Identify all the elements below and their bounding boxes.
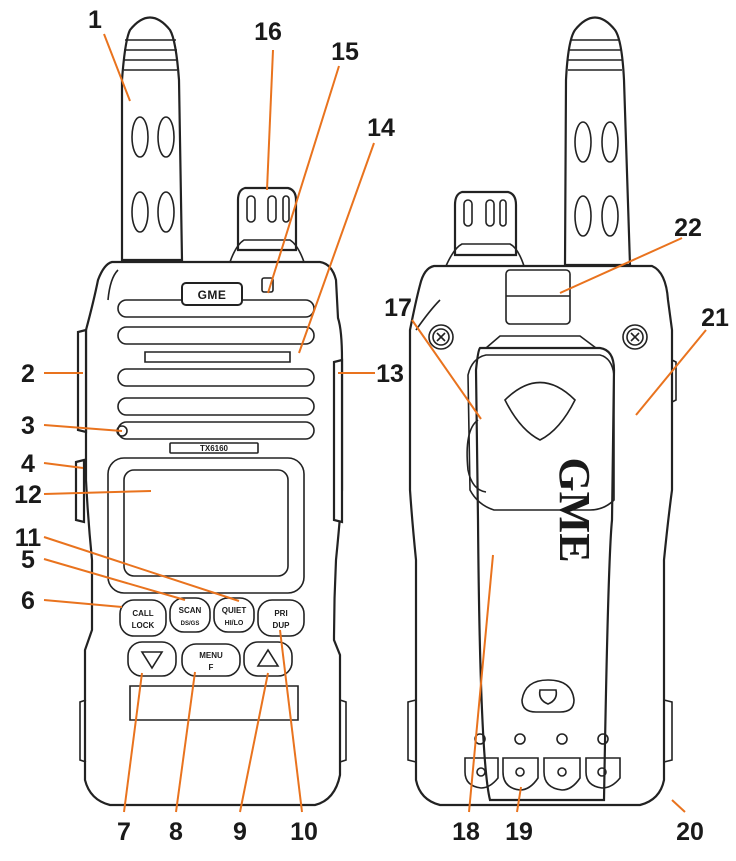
- battery-latch: [505, 269, 571, 325]
- callout-17: 17: [384, 294, 412, 322]
- callout-4: 4: [21, 450, 35, 478]
- callout-12: 12: [14, 481, 42, 509]
- menu-button: MENU F: [181, 643, 241, 677]
- callout-5: 5: [21, 546, 35, 574]
- callout-13: 13: [376, 360, 404, 388]
- callout-10: 10: [290, 818, 318, 846]
- callout-22: 22: [674, 214, 702, 242]
- svg-text:GME: GME: [550, 457, 599, 562]
- callout-16: 16: [254, 18, 282, 46]
- back-charging-contacts: [464, 733, 621, 791]
- svg-text:DUP: DUP: [273, 621, 291, 630]
- svg-text:GME: GME: [198, 288, 227, 302]
- callout-2: 2: [21, 360, 35, 388]
- callout-lines: [43, 33, 707, 813]
- front-ptt-button: [76, 328, 88, 434]
- scan-button: SCAN DS/GS: [169, 597, 211, 633]
- back-view: GME: [407, 16, 677, 807]
- callout-21: 21: [701, 304, 729, 332]
- callout-1: 1: [88, 6, 102, 34]
- front-volume-knob: [229, 186, 305, 263]
- callout-7: 7: [117, 818, 131, 846]
- triangle-up-icon: [256, 648, 280, 667]
- back-volume-knob: [445, 190, 525, 267]
- triangle-down-icon: [140, 651, 164, 670]
- callout-3: 3: [21, 412, 35, 440]
- front-antenna: [120, 16, 184, 262]
- callout-14: 14: [367, 114, 395, 142]
- back-screw-left: [428, 324, 454, 350]
- svg-text:PRI: PRI: [274, 609, 287, 618]
- down-button: [127, 641, 177, 677]
- back-antenna: [563, 16, 632, 267]
- svg-text:CALL: CALL: [132, 609, 153, 618]
- svg-text:F: F: [209, 663, 214, 672]
- callout-8: 8: [169, 818, 183, 846]
- front-lcd-display: [107, 457, 305, 594]
- svg-text:LOCK: LOCK: [132, 621, 155, 630]
- quiet-button: QUIET HI/LO: [213, 597, 255, 633]
- front-model-badge: TX6160: [169, 442, 259, 454]
- front-right-cover: [332, 358, 344, 524]
- svg-text:MENU: MENU: [199, 651, 223, 660]
- callout-15: 15: [331, 38, 359, 66]
- svg-text:QUIET: QUIET: [222, 606, 247, 615]
- callout-6: 6: [21, 587, 35, 615]
- callout-20: 20: [676, 818, 704, 846]
- svg-text:SCAN: SCAN: [179, 606, 202, 615]
- call-lock-button: CALL LOCK: [119, 599, 167, 637]
- svg-text:TX6160: TX6160: [200, 444, 229, 453]
- front-view: GME TX6160 CALL LOCK SCAN DS/GS: [74, 16, 347, 807]
- callout-9: 9: [233, 818, 247, 846]
- callout-11: 11: [15, 524, 42, 552]
- callout-18: 18: [452, 818, 480, 846]
- belt-clip: GME: [466, 335, 616, 802]
- callout-19: 19: [505, 818, 533, 846]
- front-logo: GME: [181, 282, 243, 306]
- callout-numbers: 1 2 3 4 5 6 7 8 9 10 11 12 13 14 15 16 1…: [14, 6, 729, 846]
- back-screw-right: [622, 324, 648, 350]
- front-side-button: [74, 458, 86, 524]
- svg-text:DS/GS: DS/GS: [181, 621, 200, 627]
- svg-text:HI/LO: HI/LO: [225, 620, 244, 627]
